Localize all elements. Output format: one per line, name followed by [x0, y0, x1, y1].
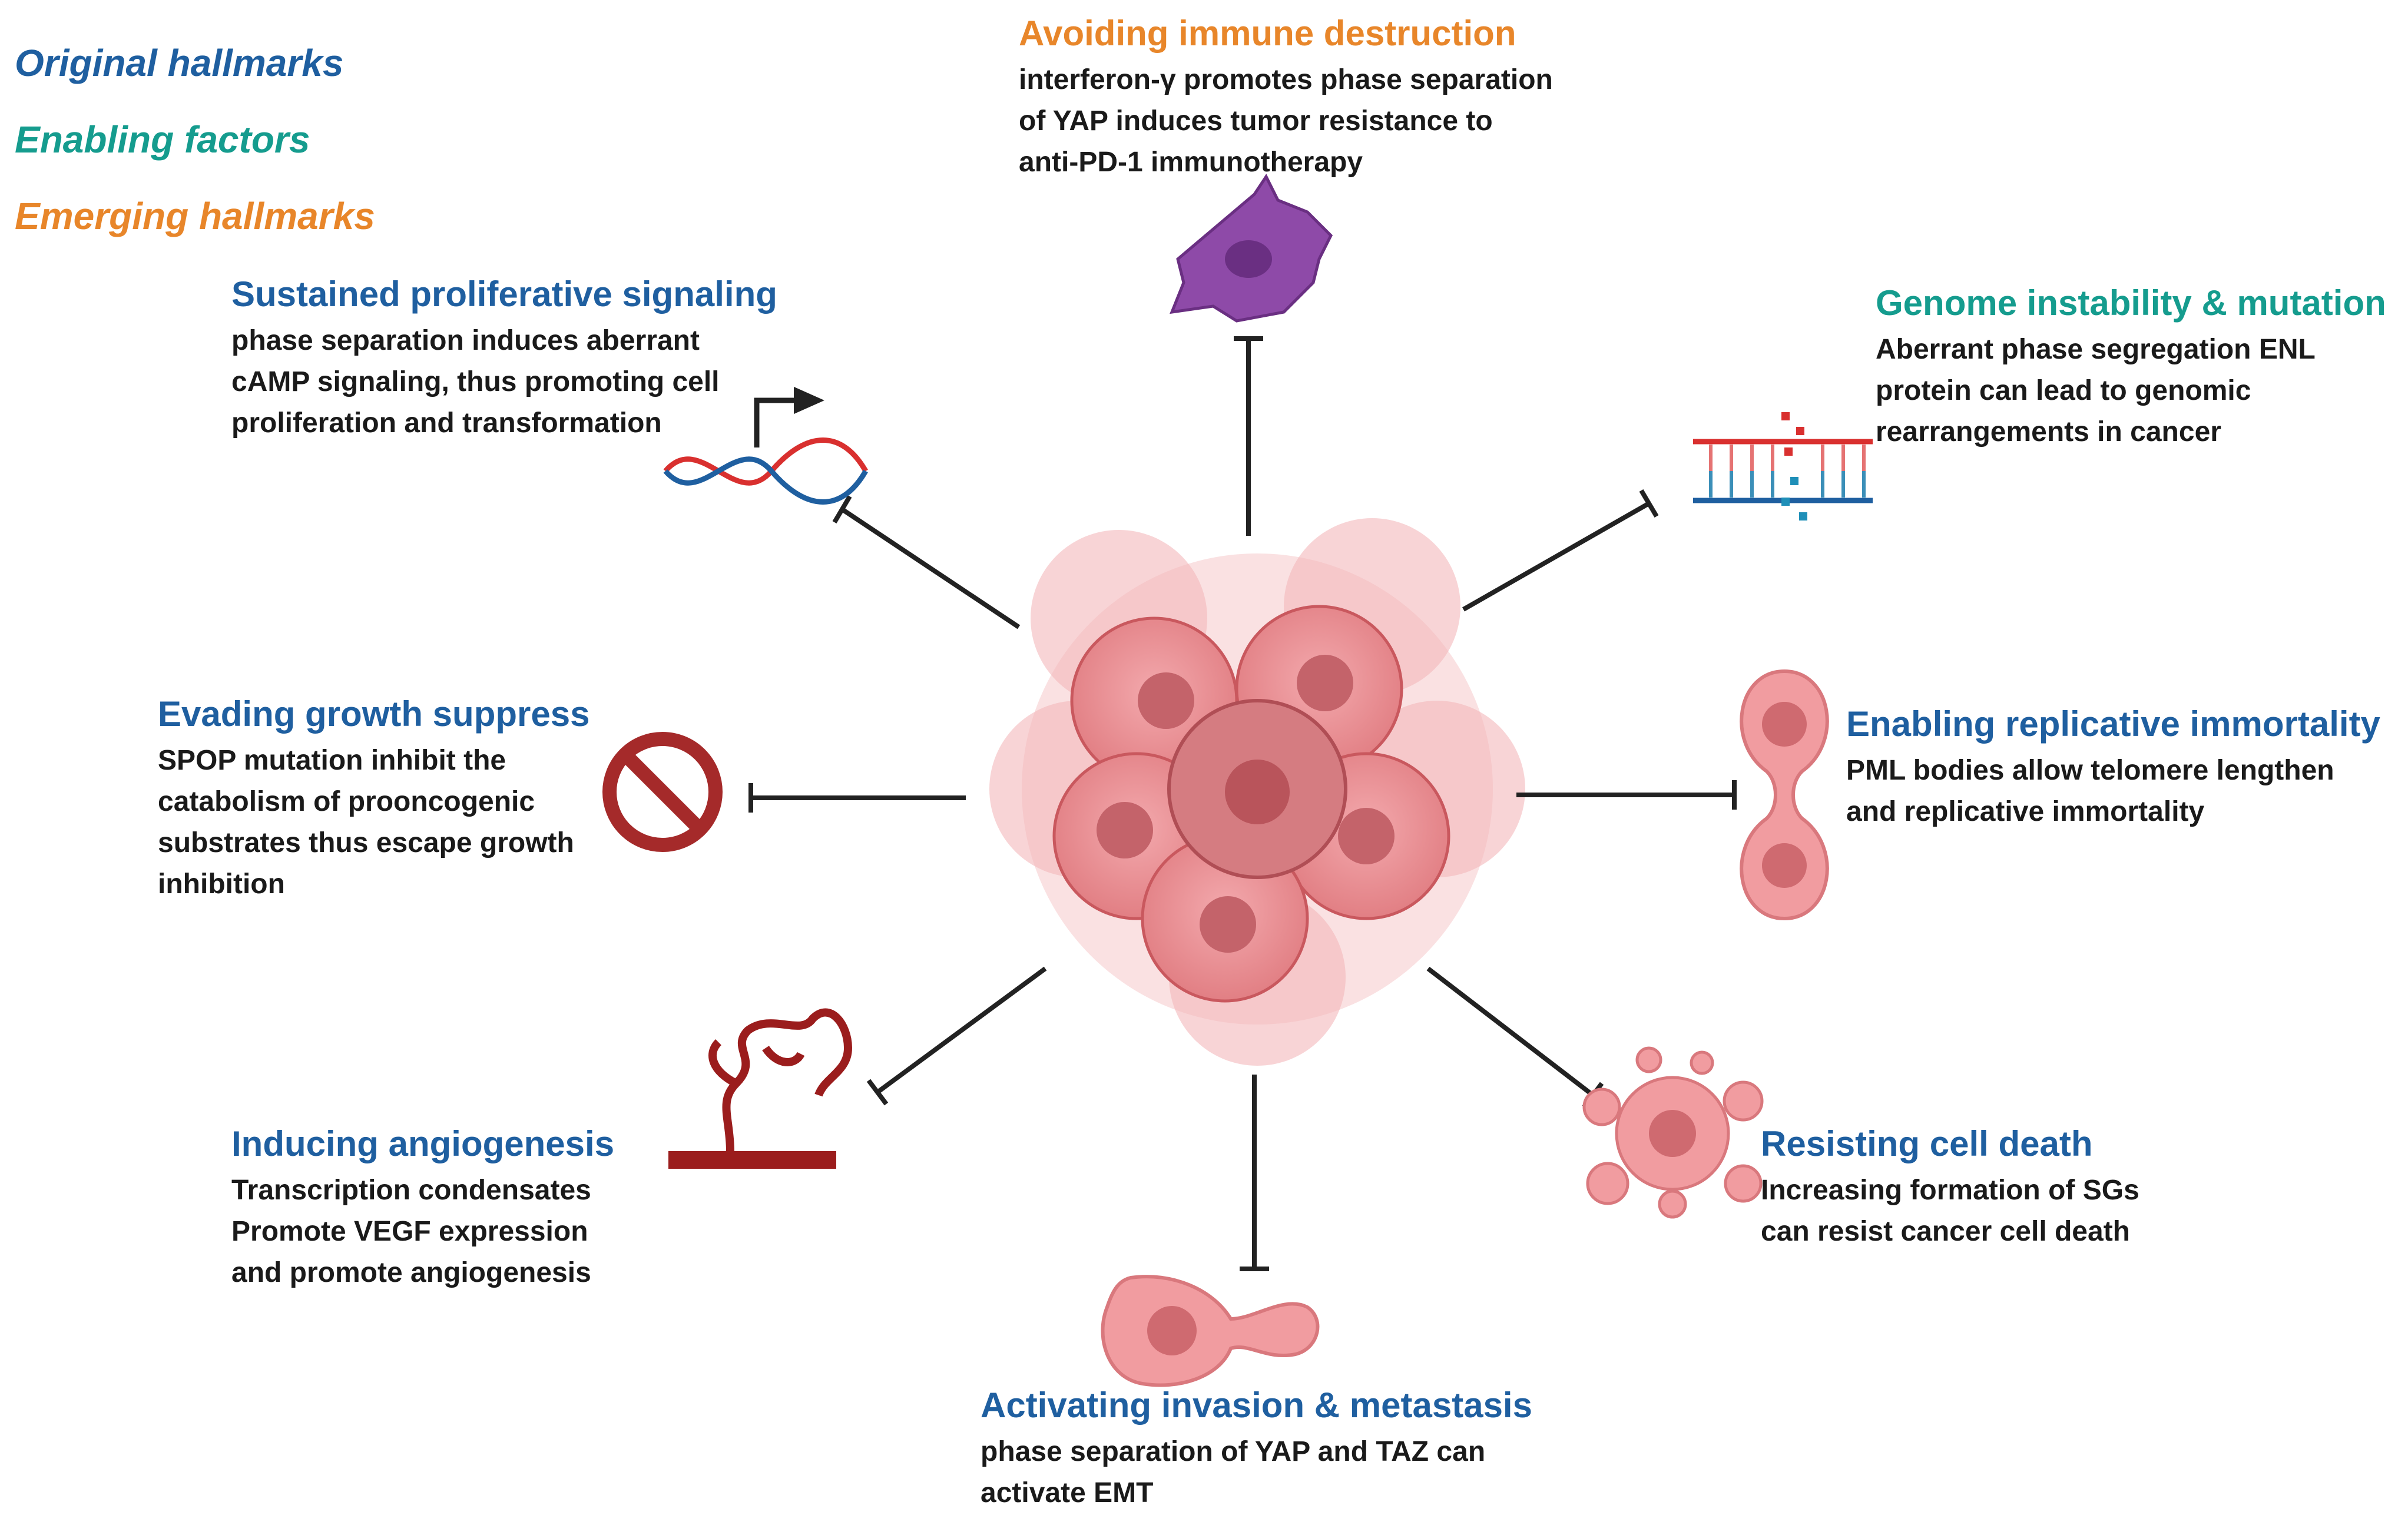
hallmark-resisting-cell-death: Resisting cell death Increasing formatio…: [1761, 1123, 2139, 1252]
hallmark-inducing-angiogenesis: Inducing angiogenesis Transcription cond…: [231, 1123, 614, 1294]
hallmark-title: Evading growth suppress: [158, 694, 590, 734]
hallmark-description: SPOP mutation inhibit the catabolism of …: [158, 745, 574, 900]
hallmark-title: Resisting cell death: [1761, 1124, 2093, 1163]
immune-cell-icon: [1170, 174, 1333, 323]
broken-dna-icon: [1693, 412, 1873, 521]
hallmark-title: Avoiding immune destruction: [1019, 14, 1516, 53]
apoptotic-cell-icon: [1582, 1046, 1764, 1219]
connector-invasion: [1240, 1075, 1269, 1271]
hallmark-description: Aberrant phase segregation ENL protein c…: [1876, 334, 2316, 447]
connector-immortality: [1516, 780, 1737, 810]
legend-enabling-factors: Enabling factors: [15, 118, 310, 161]
hallmark-proliferative-signaling: Sustained proliferative signaling phase …: [231, 274, 777, 444]
hallmark-invasion-metastasis: Activating invasion & metastasis phase s…: [981, 1385, 1532, 1514]
hallmark-replicative-immortality: Enabling replicative immortality PML bod…: [1846, 704, 2380, 833]
hallmark-immune-destruction: Avoiding immune destruction interferon-γ…: [1019, 13, 1553, 183]
connector-growth: [748, 783, 966, 813]
hallmark-title: Genome instability & mutation: [1876, 283, 2386, 323]
hallmark-title: Activating invasion & metastasis: [981, 1385, 1532, 1425]
hallmark-evading-growth-suppress: Evading growth suppress SPOP mutation in…: [158, 694, 589, 905]
migrating-cell-icon: [1101, 1275, 1320, 1387]
tumor-cluster-icon: [989, 518, 1525, 1066]
hallmark-title: Sustained proliferative signaling: [231, 274, 777, 314]
hallmark-genome-instability: Genome instability & mutation Aberrant p…: [1876, 283, 2386, 453]
legend-original-hallmarks: Original hallmarks: [15, 42, 344, 84]
hallmark-description: PML bodies allow telomere lengthen and r…: [1846, 755, 2334, 827]
inhibition-sign-icon: [602, 732, 723, 852]
connector-angiogenesis: [866, 966, 1047, 1106]
hallmark-description: Increasing formation of SGs can resist c…: [1761, 1175, 2139, 1247]
legend-emerging-hallmarks: Emerging hallmarks: [15, 195, 375, 237]
hallmark-description: phase separation of YAP and TAZ can acti…: [981, 1436, 1486, 1509]
connector-immune: [1234, 336, 1263, 536]
hallmark-description: interferon-γ promotes phase separation o…: [1019, 64, 1553, 178]
hallmark-description: Transcription condensates Promote VEGF e…: [231, 1175, 591, 1288]
hallmark-description: phase separation induces aberrant cAMP s…: [231, 325, 720, 439]
hallmark-title: Inducing angiogenesis: [231, 1124, 615, 1163]
hallmark-title: Enabling replicative immortality: [1846, 704, 2380, 744]
dna-transcription-icon: [663, 386, 868, 505]
connector-proliferative: [832, 495, 1021, 629]
dividing-cell-icon: [1740, 669, 1829, 921]
blood-vessel-icon: [668, 1008, 853, 1169]
connector-genome: [1462, 489, 1659, 612]
connector-death: [1426, 966, 1604, 1109]
